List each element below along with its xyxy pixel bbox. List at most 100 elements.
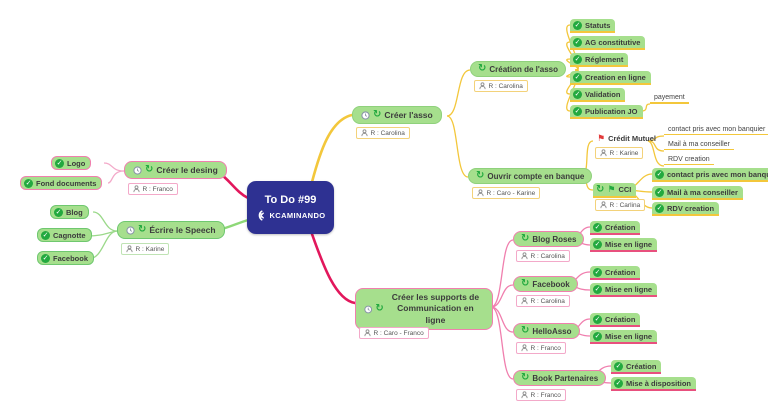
brand-row: KCAMINANDO: [255, 210, 325, 221]
assignee-chip-caro-karine: R : Caro - Karine: [472, 187, 541, 199]
leaf-cagnotte[interactable]: ✓ Cagnotte: [37, 228, 92, 242]
check-icon: ✓: [573, 20, 582, 30]
sync-icon: ↻: [138, 224, 147, 235]
node-cci[interactable]: ↻ ⚑ CCI: [593, 183, 637, 198]
check-icon: ✓: [593, 239, 602, 249]
node-creer-le-desing[interactable]: ↻ Créer le desing: [124, 161, 227, 179]
leaf-blog[interactable]: ✓ Blog: [50, 205, 89, 219]
assignee-label: R : Karine: [135, 245, 165, 253]
node-creer-les-supports[interactable]: ↻ Créer les supports de Communication en…: [355, 288, 493, 331]
leaf-label: Création: [605, 314, 636, 324]
leaf-label: Fond documents: [36, 178, 97, 188]
clock-icon: [361, 110, 370, 120]
node-credit-mutuel[interactable]: ⚑ Crédit Mutuel: [593, 133, 660, 144]
root-node[interactable]: To Do #99 KCAMINANDO: [247, 181, 334, 234]
check-icon: ✓: [573, 72, 582, 82]
leaf-ha-creation[interactable]: ✓ Création: [590, 313, 641, 327]
assignee-chip-franco: R : Franco: [128, 183, 178, 195]
node-label: Ouvrir compte en banque: [487, 171, 585, 181]
node-facebook[interactable]: ↻ Facebook: [513, 276, 578, 292]
leaf-fb-mise-en-ligne[interactable]: ✓ Mise en ligne: [590, 283, 658, 297]
check-icon: ✓: [593, 284, 602, 294]
sync-icon: ↻: [596, 183, 605, 195]
assignee-chip-carolina: R : Carolina: [516, 250, 570, 262]
person-icon: [600, 201, 607, 209]
sync-icon: ↻: [521, 233, 530, 244]
leaf-label: Réglement: [585, 54, 624, 64]
node-label: Écrire le Speech: [149, 225, 216, 235]
assignee-label: R : Caro - Franco: [373, 329, 424, 337]
connector-cm-rdv: [647, 140, 665, 167]
leaf-creation-en-ligne[interactable]: ✓ Creation en ligne: [570, 71, 651, 85]
node-creer-lasso[interactable]: ↻ Créer l'asso: [352, 106, 442, 124]
connector-supports-blogroses: [490, 239, 514, 308]
leaf-label: Creation en ligne: [585, 72, 646, 82]
leaf-fond-documents[interactable]: ✓ Fond documents: [20, 176, 103, 190]
check-icon: ✓: [614, 361, 623, 371]
leaf-label: Mise en ligne: [605, 331, 653, 341]
leaf-br-mise-en-ligne[interactable]: ✓ Mise en ligne: [590, 238, 658, 252]
check-icon: ✓: [593, 331, 602, 341]
leaf-bk-mise-a-disposition[interactable]: ✓ Mise à disposition: [611, 377, 697, 391]
node-label: Création de l'asso: [489, 64, 558, 74]
leaf-payement[interactable]: payement: [650, 93, 689, 104]
node-ouvrir-compte-en-banque[interactable]: ↻ Ouvrir compte en banque: [468, 168, 593, 184]
sync-icon: ↻: [145, 164, 154, 175]
leaf-ha-mise-en-ligne[interactable]: ✓ Mise en ligne: [590, 330, 658, 344]
leaf-fb-creation[interactable]: ✓ Création: [590, 266, 641, 280]
check-icon: ✓: [573, 54, 582, 64]
brand-label: KCAMINANDO: [269, 211, 326, 220]
leaf-label: Blog: [66, 207, 83, 217]
leaf-facebook[interactable]: ✓ Facebook: [37, 251, 95, 265]
leaf-label: Création: [605, 222, 636, 232]
check-icon: ✓: [41, 253, 50, 263]
leaf-label: Mise à disposition: [626, 378, 692, 388]
leaf-label: contact pris avec mon banquier: [667, 169, 768, 179]
person-icon: [361, 129, 368, 137]
leaf-cci-contact[interactable]: ✓ contact pris avec mon banquier: [652, 168, 768, 182]
check-icon: ✓: [593, 222, 602, 232]
node-label: Book Partenaires: [532, 373, 599, 383]
person-icon: [477, 189, 484, 197]
leaf-cm-rdv[interactable]: RDV creation: [664, 155, 714, 165]
check-icon: ✓: [54, 207, 63, 217]
leaf-br-creation[interactable]: ✓ Création: [590, 221, 641, 235]
leaf-label: Facebook: [53, 253, 89, 263]
node-ecrire-le-speech[interactable]: ↻ Écrire le Speech: [117, 221, 225, 239]
leaf-label: Mail à ma conseiller: [668, 141, 730, 148]
connector-supports-book: [490, 306, 514, 380]
sync-icon: ↻: [373, 109, 382, 120]
leaf-cci-mail[interactable]: ✓ Mail à ma conseiller: [652, 186, 743, 200]
check-icon: ✓: [24, 178, 33, 188]
red-flag-icon: ⚑: [597, 133, 606, 143]
node-label: HelloAsso: [532, 326, 572, 336]
leaf-cm-mail[interactable]: Mail à ma conseiller: [664, 140, 734, 150]
check-icon: ✓: [655, 203, 664, 213]
node-book-partenaires[interactable]: ↻ Book Partenaires: [513, 370, 607, 386]
assignee-label: R : Carolina: [370, 129, 405, 137]
leaf-statuts[interactable]: ✓ Statuts: [570, 19, 616, 33]
node-creation-de-lasso[interactable]: ↻ Création de l'asso: [470, 61, 566, 77]
leaf-label: Logo: [67, 158, 86, 168]
leaf-logo[interactable]: ✓ Logo: [51, 156, 92, 170]
node-label: Créer l'asso: [384, 110, 433, 120]
node-helloasso[interactable]: ↻ HelloAsso: [513, 323, 580, 339]
leaf-ag-constitutive[interactable]: ✓ AG constitutive: [570, 36, 646, 50]
leaf-label: contact pris avec mon banquier: [668, 126, 766, 133]
leaf-label: Publication JO: [585, 106, 638, 116]
clock-icon: [364, 305, 373, 314]
leaf-cci-rdv[interactable]: ✓ RDV creation: [652, 202, 720, 216]
assignee-label: R : Franco: [142, 185, 173, 193]
leaf-label: payement: [654, 94, 685, 101]
leaf-label: AG constitutive: [585, 37, 641, 47]
assignee-label: R : Caro - Karine: [486, 189, 536, 197]
assignee-label: R : Karine: [609, 149, 639, 157]
leaf-bk-creation[interactable]: ✓ Création: [611, 360, 662, 374]
person-icon: [521, 391, 528, 399]
leaf-reglement[interactable]: ✓ Réglement: [570, 53, 629, 67]
leaf-validation[interactable]: ✓ Validation: [570, 88, 626, 102]
connector-supports-helloasso: [490, 306, 514, 333]
node-blog-roses[interactable]: ↻ Blog Roses: [513, 231, 585, 247]
leaf-cm-contact[interactable]: contact pris avec mon banquier: [664, 125, 768, 135]
leaf-publication-jo[interactable]: ✓ Publication JO: [570, 105, 643, 119]
